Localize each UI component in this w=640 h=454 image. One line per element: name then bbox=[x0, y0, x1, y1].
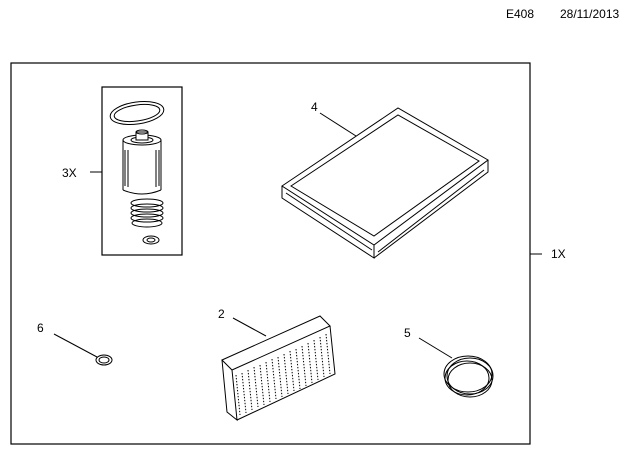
seal-ring-small bbox=[95, 354, 113, 366]
oil-filter-o-ring bbox=[109, 100, 165, 126]
oil-filter-box bbox=[101, 86, 183, 256]
callout-seal-ring-large: 5 bbox=[404, 326, 411, 340]
callout-air-filter: 4 bbox=[311, 100, 318, 114]
diagram-code: E408 bbox=[506, 7, 534, 21]
air-filter bbox=[281, 107, 489, 259]
seal-ring-large-leader bbox=[418, 337, 453, 359]
callout-kit: 1X bbox=[551, 247, 566, 261]
air-filter-leader bbox=[319, 112, 357, 137]
oil-filter-cartridge bbox=[122, 129, 162, 195]
seal-ring-small-leader bbox=[53, 333, 98, 358]
seal-ring-large bbox=[443, 355, 494, 398]
cabin-filter bbox=[221, 315, 336, 422]
oil-filter-washer bbox=[142, 235, 160, 245]
callout-seal-ring-small: 6 bbox=[37, 321, 44, 335]
oil-filter-set: 3X bbox=[62, 86, 183, 256]
diagram-date: 28/11/2013 bbox=[560, 7, 619, 21]
callout-cabin-filter: 2 bbox=[218, 307, 225, 321]
oil-filter-spring bbox=[130, 198, 164, 228]
cabin-filter-leader bbox=[232, 317, 267, 337]
callout-oil-filter-set: 3X bbox=[62, 166, 77, 180]
